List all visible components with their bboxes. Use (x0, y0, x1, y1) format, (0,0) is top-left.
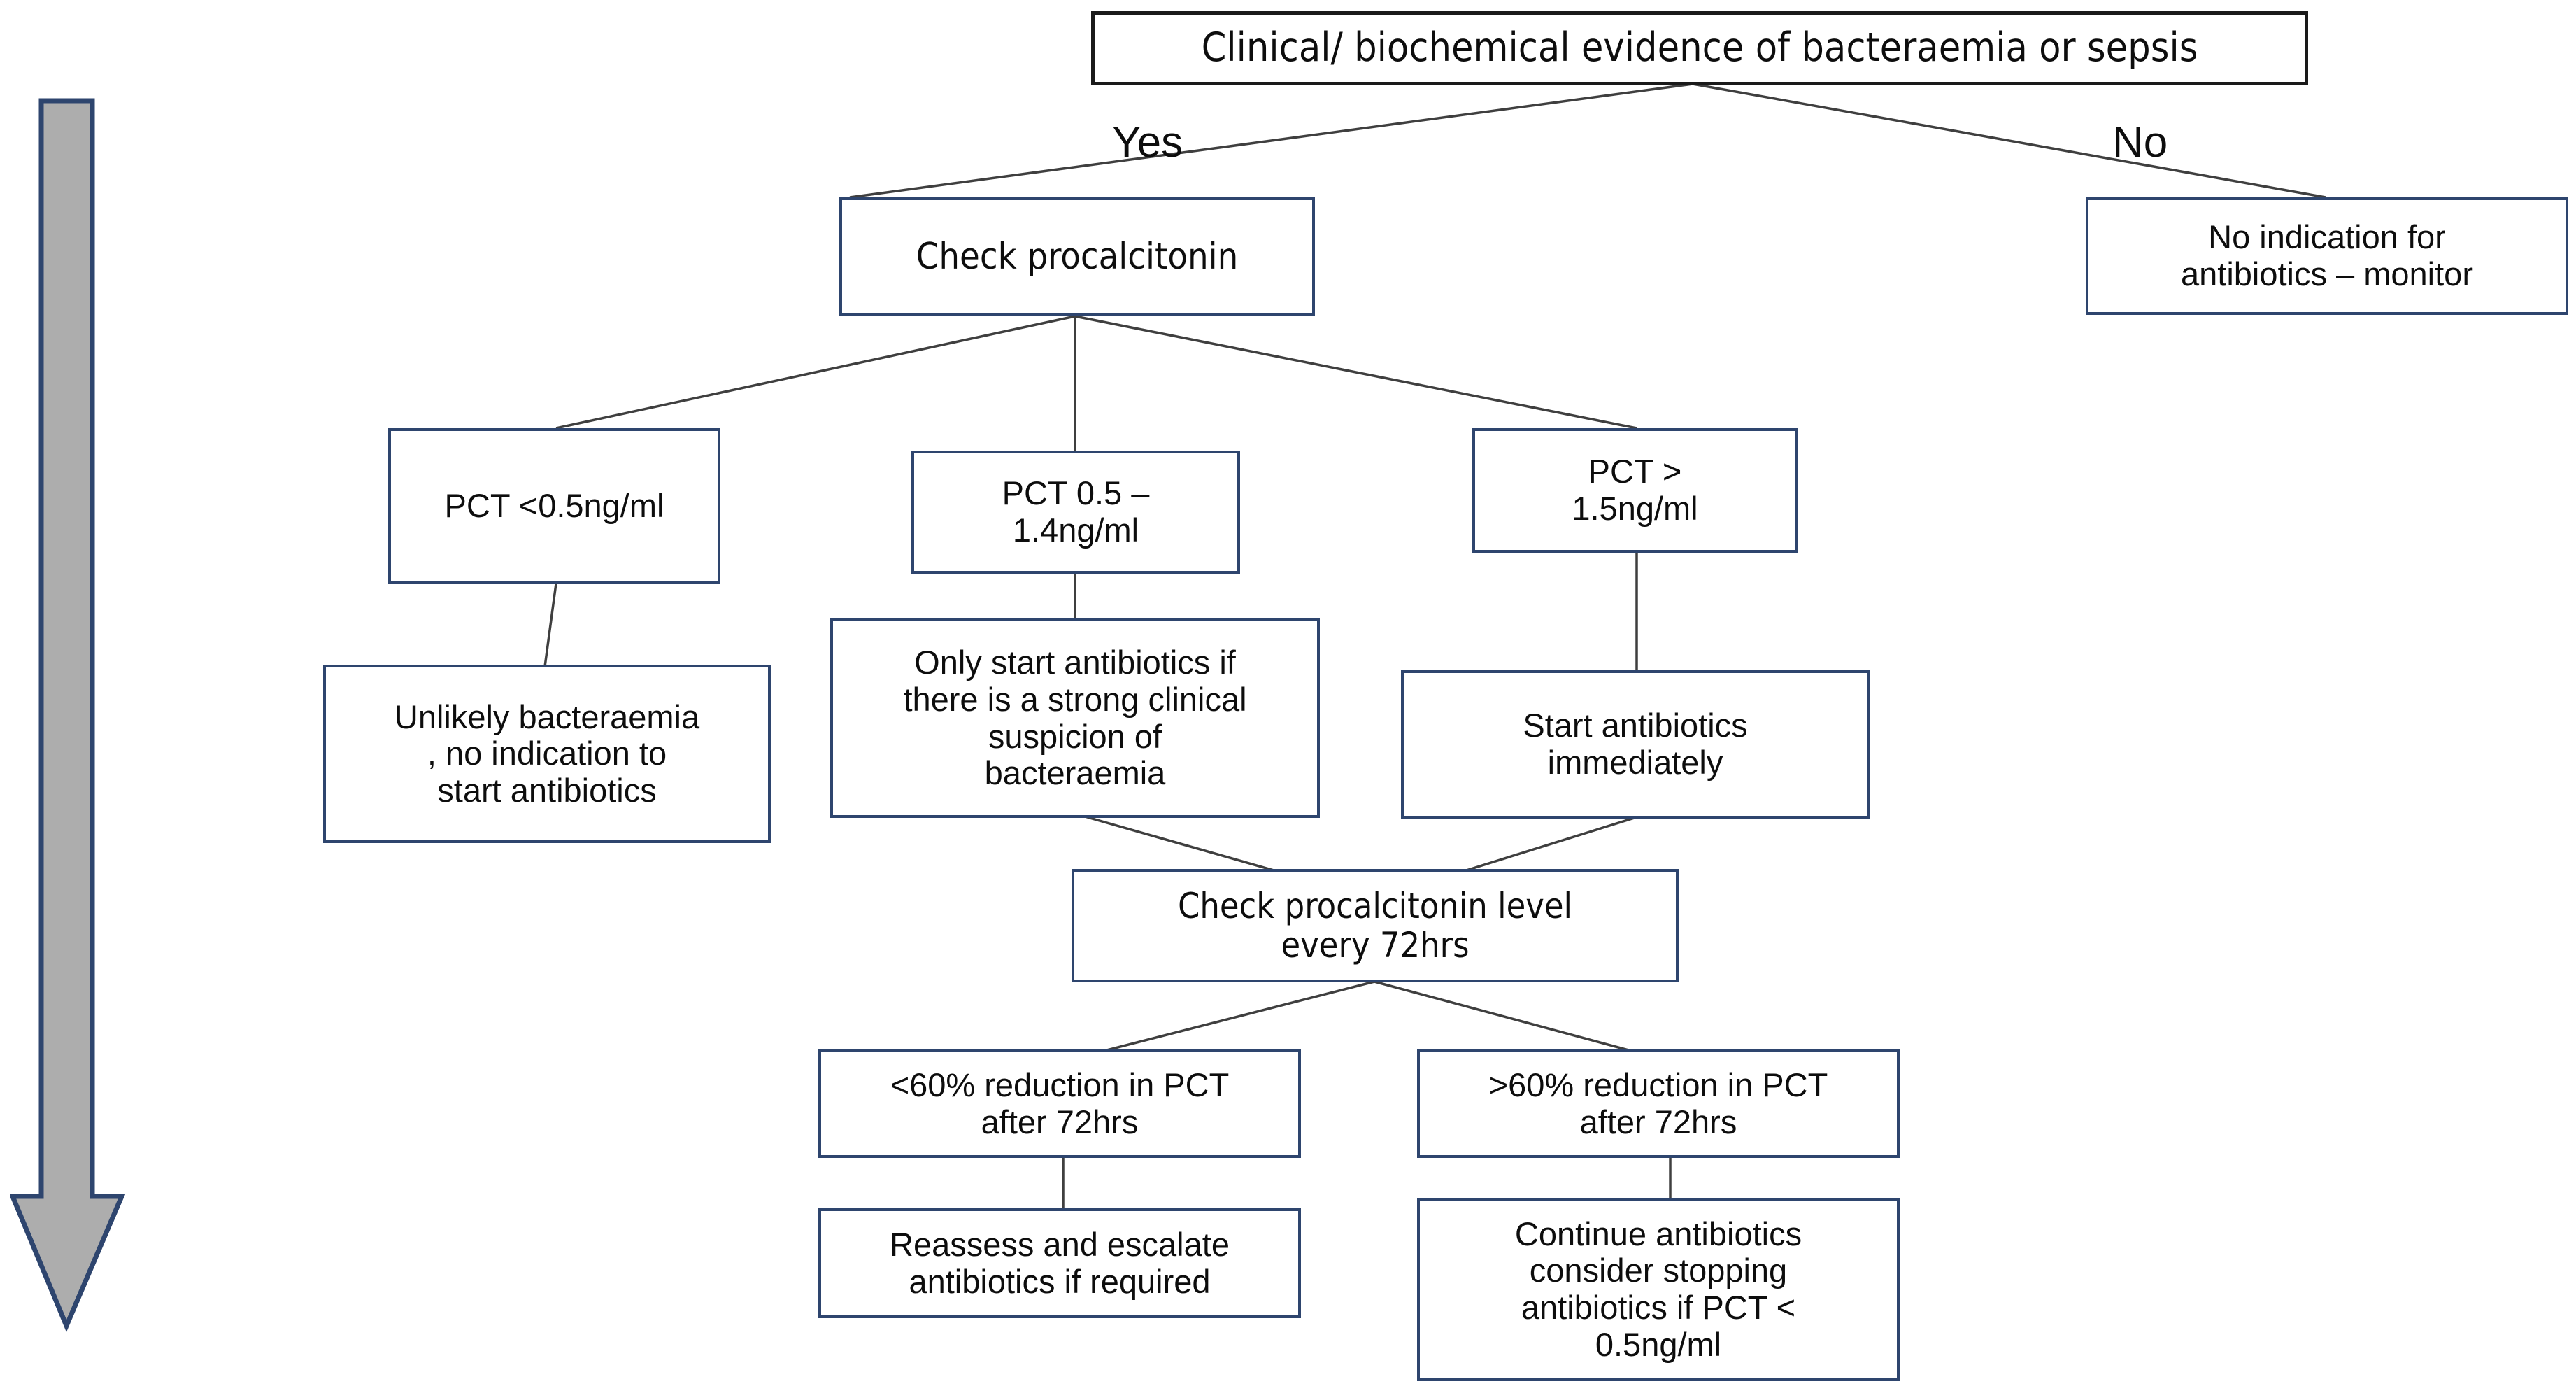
node-reassess-escalate[interactable]: Reassess and escalate antibiotics if req… (818, 1208, 1301, 1318)
time-progression-arrow (10, 98, 126, 1333)
edge-check-to-pct-high (1074, 315, 1637, 430)
node-only-start-antibiotics-label: Only start antibiotics if there is a str… (903, 644, 1247, 792)
node-pct-mid[interactable]: PCT 0.5 – 1.4ng/ml (911, 451, 1240, 574)
node-no-indication[interactable]: No indication for antibiotics – monitor (2086, 197, 2568, 315)
node-lt60-reduction[interactable]: <60% reduction in PCT after 72hrs (818, 1049, 1301, 1158)
node-only-start-antibiotics[interactable]: Only start antibiotics if there is a str… (830, 618, 1320, 818)
node-gt60-reduction[interactable]: >60% reduction in PCT after 72hrs (1417, 1049, 1900, 1158)
node-recheck-72hrs[interactable]: Check procalcitonin level every 72hrs (1072, 869, 1679, 982)
node-start-antibiotics-immediately[interactable]: Start antibiotics immediately (1401, 670, 1870, 819)
node-lt60-reduction-label: <60% reduction in PCT after 72hrs (890, 1066, 1230, 1140)
edge-root-to-check (849, 83, 1693, 199)
node-gt60-reduction-label: >60% reduction in PCT after 72hrs (1488, 1066, 1828, 1140)
node-pct-mid-label: PCT 0.5 – 1.4ng/ml (1002, 474, 1150, 549)
node-check-procalcitonin-label: Check procalcitonin (916, 235, 1239, 278)
node-no-indication-label: No indication for antibiotics – monitor (2181, 218, 2473, 292)
edge-pct-low-to-unlikely (543, 583, 557, 672)
edge-check-to-pct-low (555, 315, 1076, 430)
node-pct-high-label: PCT > 1.5ng/ml (1572, 453, 1698, 527)
node-pct-low[interactable]: PCT <0.5ng/ml (388, 428, 720, 584)
node-recheck-72hrs-label: Check procalcitonin level every 72hrs (1177, 886, 1573, 966)
node-unlikely-bacteraemia[interactable]: Unlikely bacteraemia , no indication to … (323, 665, 771, 843)
node-pct-high[interactable]: PCT > 1.5ng/ml (1472, 428, 1798, 553)
node-continue-antibiotics-label: Continue antibiotics consider stopping a… (1514, 1215, 1802, 1363)
node-root-label: Clinical/ biochemical evidence of bacter… (1201, 24, 2198, 71)
node-continue-antibiotics[interactable]: Continue antibiotics consider stopping a… (1417, 1198, 1900, 1381)
node-pct-low-label: PCT <0.5ng/ml (444, 486, 664, 524)
node-root[interactable]: Clinical/ biochemical evidence of bacter… (1091, 11, 2308, 85)
edge-root-to-no-indication (1692, 83, 2326, 199)
node-start-antibiotics-immediately-label: Start antibiotics immediately (1523, 707, 1748, 781)
edge-label-no: No (2112, 118, 2168, 167)
node-unlikely-bacteraemia-label: Unlikely bacteraemia , no indication to … (394, 698, 700, 809)
node-check-procalcitonin[interactable]: Check procalcitonin (839, 197, 1315, 316)
node-reassess-escalate-label: Reassess and escalate antibiotics if req… (890, 1225, 1230, 1300)
edge-label-yes: Yes (1112, 118, 1183, 167)
